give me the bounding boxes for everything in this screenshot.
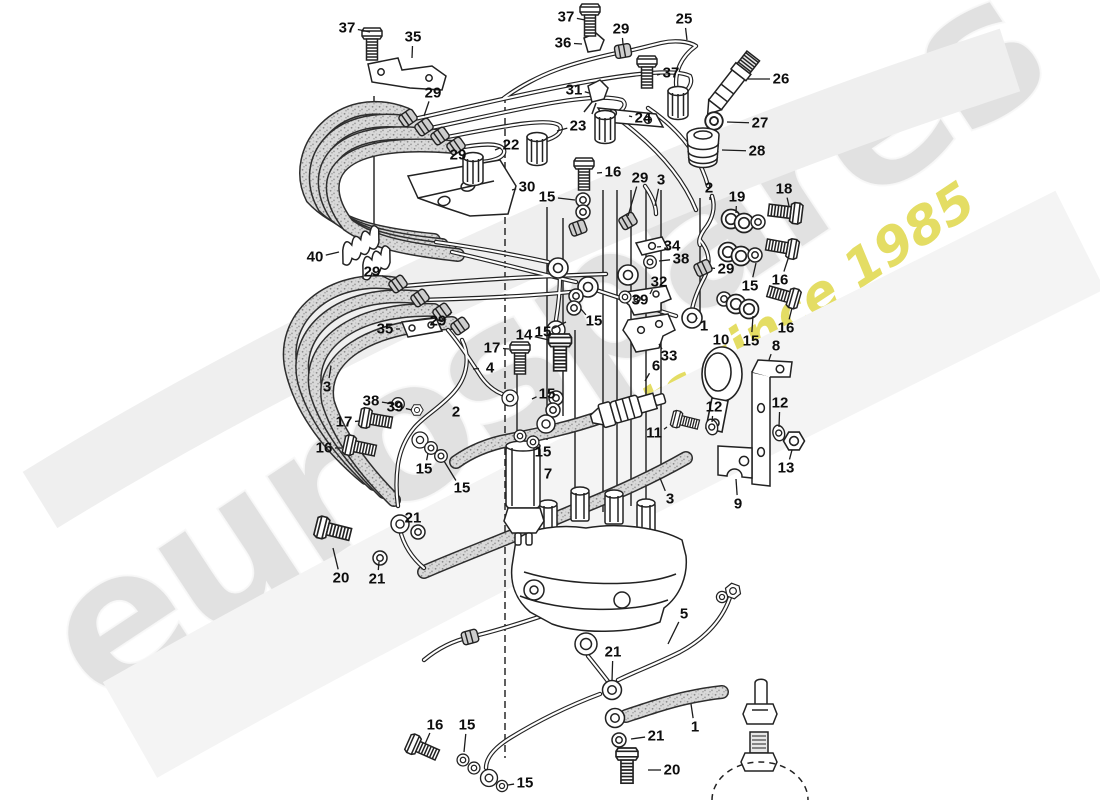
threaded-bushing-28 [686, 127, 720, 169]
callout-leader-25 [684, 27, 688, 41]
callout-leader-40 [325, 251, 340, 256]
nut-13 [782, 431, 806, 451]
callout-leader-37 [357, 28, 371, 33]
washer-38-right [643, 255, 657, 269]
union-nut-22 [462, 151, 484, 187]
callout-leader-38 [381, 401, 395, 405]
callout-leader-30 [511, 188, 517, 191]
bracket-35-top [367, 57, 447, 91]
callout-leader-37 [656, 73, 661, 76]
callout-leader-15 [752, 262, 757, 278]
bolt-17-left [357, 406, 395, 434]
banjo-bolt-17-center [509, 341, 531, 375]
callout-leader-9 [735, 478, 738, 496]
callout-leader-32 [649, 288, 653, 295]
callout-leader-15 [426, 452, 429, 461]
callout-leader-lines [325, 17, 793, 786]
callout-leader-15 [507, 783, 515, 786]
brackets [342, 32, 793, 487]
callout-leader-16 [424, 732, 431, 745]
banjo-bolt-20-left [312, 514, 354, 547]
callout-leader-38 [658, 259, 671, 262]
callout-leader-31 [584, 91, 590, 94]
pressure-damper-7 [503, 440, 545, 546]
callout-leader-1 [695, 315, 698, 320]
callout-leader-15 [751, 315, 754, 333]
washer-39-right [618, 290, 632, 304]
hose-connector-26 [686, 49, 761, 169]
callout-leader-8 [768, 353, 772, 361]
callout-leader-6 [644, 372, 651, 382]
bolt-18 [766, 198, 805, 226]
bolt-16-right-upper [763, 233, 801, 261]
bolt-37-left [361, 27, 383, 61]
callout-leader-21 [611, 660, 614, 682]
callout-leader-15 [531, 396, 537, 400]
callout-leader-39 [405, 407, 413, 411]
bolt-16-bottom [403, 732, 443, 765]
bracket-8 [751, 371, 771, 487]
callout-leader-15 [552, 321, 567, 329]
nut-39-left [410, 404, 424, 416]
bolt-16-right-lower [764, 280, 803, 311]
callout-leader-29 [627, 186, 638, 217]
banjo-bolt-20-bottom [615, 747, 639, 785]
clip-9 [717, 445, 753, 479]
callout-leader-3 [654, 188, 660, 207]
callout-leader-3 [659, 477, 666, 492]
bottom-assembly [403, 581, 809, 800]
callout-leader-29 [621, 37, 624, 45]
banjo-bolt-14 [547, 333, 573, 372]
fuel-injector-6 [589, 392, 702, 434]
callout-leader-21 [377, 561, 380, 571]
callout-leader-12 [711, 415, 714, 423]
callout-leader-33 [658, 343, 663, 350]
callout-leader-37 [576, 17, 586, 21]
callout-leader-28 [721, 149, 747, 152]
fitting-29-top [613, 42, 633, 60]
callout-leader-23 [556, 127, 568, 132]
callout-leader-14 [534, 336, 550, 341]
callout-leader-29 [423, 101, 430, 117]
washer-21-b [372, 550, 388, 566]
callout-leader-20 [332, 547, 339, 570]
union-nut [594, 109, 616, 145]
callout-leader-13 [788, 449, 793, 460]
banjo-eye-21-top [601, 679, 623, 701]
washer-21-a [410, 524, 426, 540]
callout-leader-21 [630, 736, 646, 740]
callout-leader-16 [788, 307, 793, 320]
callout-leader-12 [778, 411, 781, 428]
injector-holder-10 [701, 346, 743, 433]
callout-leader-15 [443, 460, 457, 481]
background-swoosh [22, 28, 1100, 778]
callout-leader-15 [463, 733, 467, 753]
callout-leader-36 [573, 42, 583, 45]
callout-leader-24 [628, 115, 633, 118]
clamp-40 [342, 225, 380, 266]
washer-21-bottom [611, 732, 627, 748]
bracket-35-lower [400, 317, 444, 338]
union-nut-23 [526, 131, 548, 167]
callout-leader-15 [557, 197, 576, 201]
callout-leader-22 [494, 147, 501, 151]
bracket-31 [587, 79, 609, 103]
callout-leader-11 [663, 426, 668, 430]
callout-leader-29 [446, 311, 453, 317]
union-nut-25 [667, 85, 689, 121]
callout-leader-5 [667, 621, 680, 645]
callout-leader-15 [580, 308, 587, 316]
callout-leader-18 [786, 197, 790, 207]
callout-leader-3 [328, 365, 332, 379]
fuel-distributor [510, 486, 688, 656]
callout-leader-1 [690, 703, 694, 719]
elbow-fitting-and-accumulator [711, 678, 809, 800]
callout-leader-16 [783, 258, 789, 272]
banjo-eye-21-mid [604, 707, 626, 729]
callout-leader-27 [726, 121, 750, 124]
callout-leader-29 [381, 275, 393, 282]
